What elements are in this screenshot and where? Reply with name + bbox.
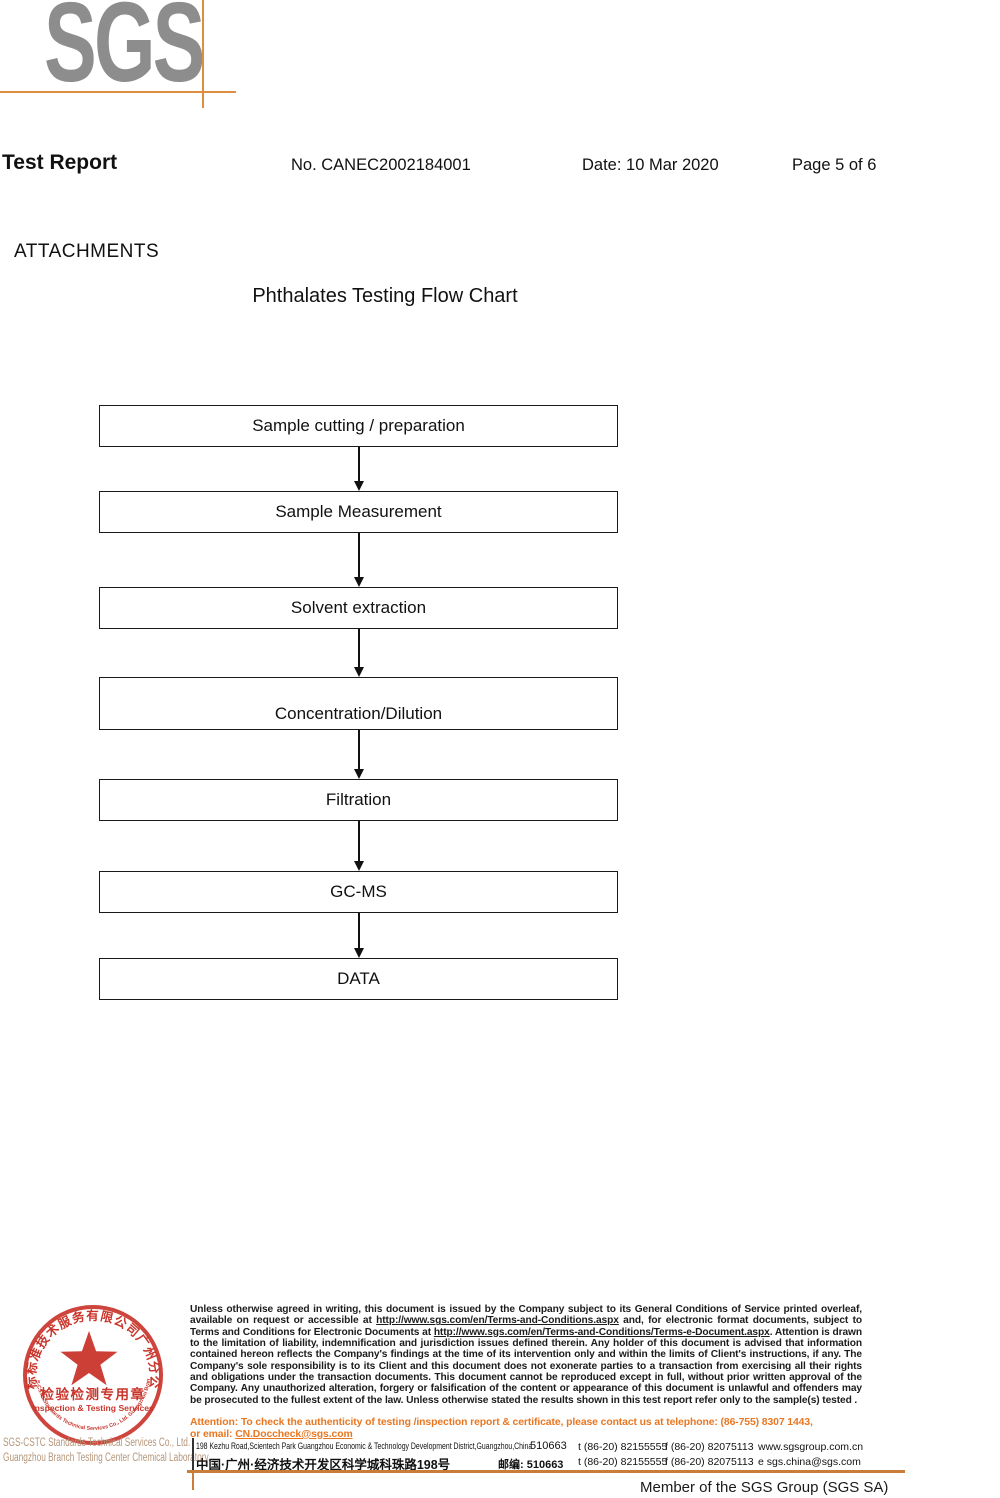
- flow-step-data: DATA: [99, 958, 618, 1000]
- legal-text: Unless otherwise agreed in writing, this…: [190, 1304, 862, 1406]
- report-page-number: Page 5 of 6: [792, 156, 877, 174]
- report-date: Date: 10 Mar 2020: [582, 156, 719, 174]
- address-zip-cn: 邮编: 510663: [498, 1459, 564, 1471]
- flow-arrow: [353, 730, 364, 779]
- legal-seg-1: Unless otherwise agreed in writing, this…: [190, 1304, 862, 1327]
- attention-line2-prefix: or email:: [190, 1428, 236, 1440]
- company-website-link[interactable]: www.sgsgroup.com.cn: [758, 1441, 864, 1453]
- terms-link-1[interactable]: http://www.sgs.com/en/Terms-and-Conditio…: [376, 1315, 619, 1327]
- stamp-ring: [23, 1305, 163, 1445]
- address-tel: t (86-20) 82155555: [578, 1441, 668, 1453]
- flow-step-sample-cutting: Sample cutting / preparation: [99, 405, 618, 447]
- flow-arrow: [353, 821, 364, 871]
- stamp-center-text-en: Inspection & Testing Services: [32, 1403, 154, 1413]
- flowchart-title: Phthalates Testing Flow Chart: [252, 285, 518, 307]
- doccheck-email-link[interactable]: CN.Doccheck@sgs.com: [235, 1428, 353, 1440]
- flow-step-sample-measurement: Sample Measurement: [99, 491, 618, 533]
- flow-step-gc-ms: GC-MS: [99, 871, 618, 913]
- report-title: Test Report: [2, 151, 118, 174]
- sgs-logo: SGS: [44, 0, 205, 105]
- flow-step-concentration-dilution: Concentration/Dilution: [99, 677, 618, 730]
- attachments-heading: ATTACHMENTS: [14, 241, 160, 262]
- address-divider: [192, 1438, 194, 1470]
- attention-text: Attention: To check the authenticity of …: [190, 1417, 862, 1441]
- address-en: 198 Kezhu Road,Scientech Park Guangzhou …: [196, 1441, 533, 1452]
- flow-step-solvent-extraction: Solvent extraction: [99, 587, 618, 629]
- company-stamp: 通标标准技术服务有限公司广州分公司 SGS-CSTC Standards Tec…: [14, 1300, 163, 1445]
- legal-seg-3: . Attention is drawn to the limitation o…: [190, 1326, 863, 1406]
- attention-line1: Attention: To check the authenticity of …: [190, 1417, 813, 1428]
- flow-arrow: [353, 533, 364, 587]
- flow-step-filtration: Filtration: [99, 779, 618, 821]
- legal-seg-2: and, for electronic format documents, su…: [190, 1315, 862, 1338]
- address-fax-cn-row: f (86-20) 82075113: [665, 1456, 754, 1468]
- company-email-link[interactable]: e sgs.china@sgs.com: [758, 1456, 861, 1468]
- company-name-line: SGS-CSTC Standards Technical Services Co…: [3, 1437, 191, 1449]
- stamp-center-text-cn: 检验检测专用章: [41, 1386, 146, 1402]
- address-zip: 510663: [530, 1440, 567, 1452]
- report-number: No. CANEC2002184001: [291, 156, 471, 174]
- address-tel-cn-row: t (86-20) 82155555: [578, 1456, 668, 1468]
- address-cn: 中国·广州·经济技术开发区科学城科珠路198号: [196, 1458, 451, 1472]
- flow-arrow: [353, 913, 364, 958]
- footer-rule-vertical: [192, 1470, 194, 1490]
- stamp-star-icon: [60, 1331, 118, 1386]
- flow-arrow: [353, 629, 364, 677]
- lab-name-line: Guangzhou Branch Testing Center Chemical…: [3, 1452, 211, 1464]
- logo-crosshair-vertical: [202, 0, 204, 108]
- logo-crosshair-horizontal: [0, 91, 236, 93]
- flow-arrow: [353, 447, 364, 491]
- address-fax: f (86-20) 82075113: [665, 1441, 754, 1453]
- footer-rule-horizontal: [187, 1470, 905, 1473]
- terms-link-2[interactable]: http://www.sgs.com/en/Terms-and-Conditio…: [433, 1326, 770, 1338]
- member-text: Member of the SGS Group (SGS SA): [640, 1479, 889, 1496]
